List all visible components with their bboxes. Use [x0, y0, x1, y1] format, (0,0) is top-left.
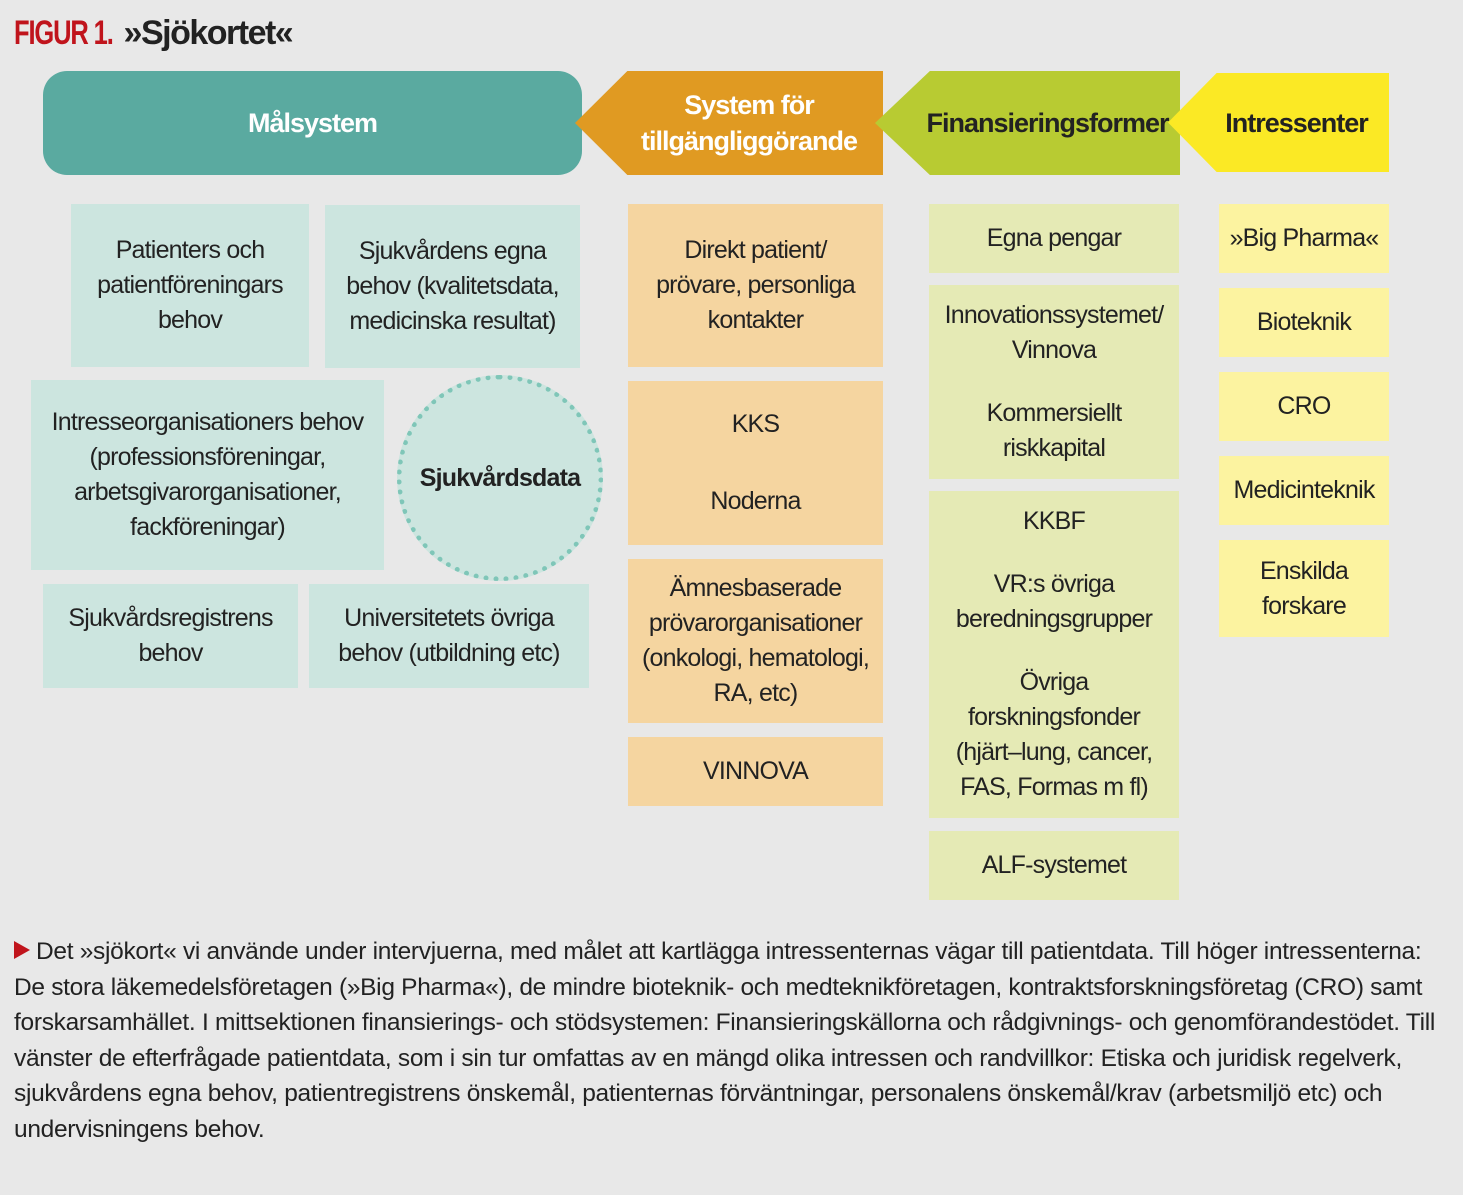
mal-intresseorg: Intresseorganisationers behov (professio…	[31, 380, 384, 570]
int-bioteknik: Bioteknik	[1219, 288, 1389, 357]
sys-noderna-label: Noderna	[710, 487, 801, 515]
fin-innovation-label: Innovationssystemet/ Vinnova	[944, 301, 1165, 364]
sys-kks-label: KKS	[731, 410, 780, 438]
mal-universitet: Universitetets övriga behov (utbildning …	[309, 584, 589, 688]
fin-vr-label: VR:s övriga beredningsgrupper	[955, 570, 1153, 633]
sjukvardsdata-circle: Sjukvårdsdata	[397, 375, 603, 581]
sys-amnesbaserade: Ämnesbaserade prövarorganisationer (onko…	[628, 559, 883, 723]
caption-text: Det »sjökort« vi använde under intervjue…	[14, 938, 1435, 1143]
int-medicinteknik: Medicinteknik	[1219, 456, 1389, 525]
header-intressenter: Intressenter	[1168, 73, 1389, 172]
header-malsystem: Målsystem	[43, 71, 582, 175]
header-finans: Finansieringsformer	[875, 71, 1180, 175]
figure-name: »Sjökortet«	[123, 14, 294, 52]
fin-riskkapital-label: Kommersiellt riskkapital	[986, 399, 1123, 462]
header-system: System för tillgängliggörande	[575, 71, 883, 175]
fin-kkbf-label: KKBF	[1022, 507, 1086, 535]
int-enskilda: Enskilda forskare	[1219, 540, 1389, 637]
caption: Det »sjökort« vi använde under intervjue…	[14, 934, 1444, 1147]
header-intressenter-label: Intressenter	[1225, 107, 1369, 138]
fin-ovriga-label: Övriga forskningsfonder (hjärt–lung, can…	[955, 668, 1153, 801]
header-system-label: System för tillgängliggörande	[641, 90, 858, 156]
figure-number: FIGUR 1.	[14, 14, 114, 52]
triangle-bullet-icon	[14, 941, 30, 959]
sys-vinnova: VINNOVA	[628, 737, 883, 806]
int-bigpharma: »Big Pharma«	[1219, 204, 1389, 273]
int-cro: CRO	[1219, 372, 1389, 441]
mal-register: Sjukvårdsregistrens behov	[43, 584, 298, 688]
fin-egna: Egna pengar	[929, 204, 1179, 273]
sys-direkt: Direkt patient/ prövare, personliga kont…	[628, 204, 883, 367]
sys-kks: KKS Noderna	[628, 381, 883, 545]
mal-sjukvarden: Sjukvårdens egna behov (kvalitetsdata, m…	[325, 205, 580, 368]
figure-title: FIGUR 1. »Sjökortet«	[14, 14, 294, 53]
mal-patienter: Patienters och patientföreningars behov	[71, 204, 309, 367]
fin-alf: ALF-systemet	[929, 831, 1179, 900]
header-finans-label: Finansieringsformer	[926, 108, 1169, 138]
